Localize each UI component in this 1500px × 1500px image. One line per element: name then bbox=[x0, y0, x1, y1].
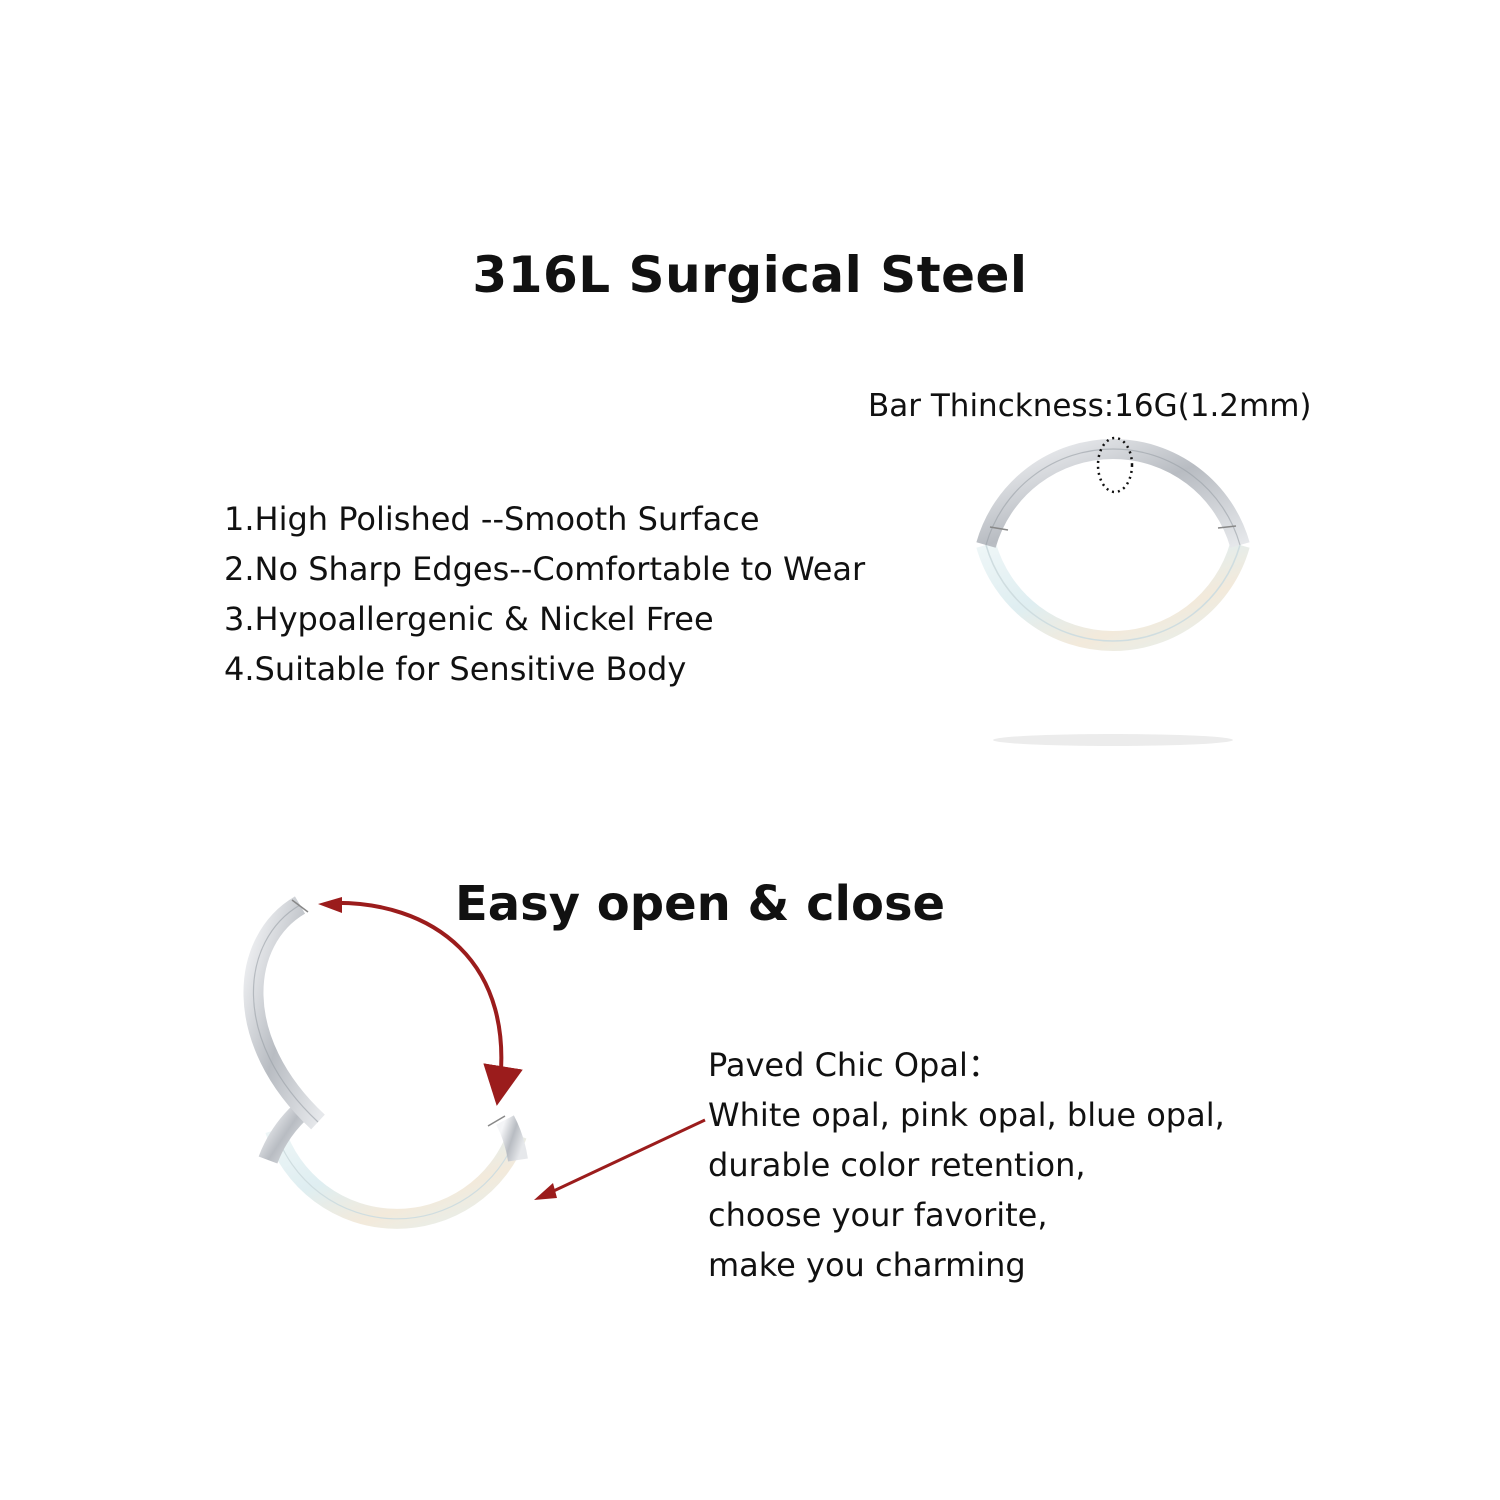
page-title: 316L Surgical Steel bbox=[472, 246, 1028, 304]
thickness-label: Bar Thinckness:16G(1.2mm) bbox=[868, 388, 1312, 424]
opal-line: choose your favorite, bbox=[708, 1196, 1048, 1234]
opal-pointer-head-icon bbox=[534, 1183, 557, 1200]
opal-pointer-arrow-icon bbox=[544, 1118, 706, 1197]
opal-line: make you charming bbox=[708, 1246, 1026, 1284]
opal-description: Paved Chic Opal： White opal, pink opal, … bbox=[708, 1040, 1225, 1290]
opal-heading: Paved Chic Opal： bbox=[708, 1046, 1000, 1084]
open-close-arrow-icon bbox=[329, 900, 523, 1106]
opal-line: White opal, pink opal, blue opal, bbox=[708, 1096, 1225, 1134]
thickness-marker-icon bbox=[1096, 436, 1134, 494]
opal-line: durable color retention, bbox=[708, 1146, 1086, 1184]
open-close-heading: Easy open & close bbox=[455, 876, 946, 932]
open-ring-icon bbox=[243, 896, 528, 1229]
feature-item: 2.No Sharp Edges--Comfortable to Wear bbox=[224, 550, 866, 588]
feature-item: 1.High Polished --Smooth Surface bbox=[224, 500, 760, 538]
feature-item: 4.Suitable for Sensitive Body bbox=[224, 650, 687, 688]
arrow-start-head-icon bbox=[318, 897, 342, 913]
closed-ring-icon bbox=[976, 438, 1250, 746]
feature-item: 3.Hypoallergenic & Nickel Free bbox=[224, 600, 714, 638]
feature-list: 1.High Polished --Smooth Surface 2.No Sh… bbox=[224, 494, 865, 694]
